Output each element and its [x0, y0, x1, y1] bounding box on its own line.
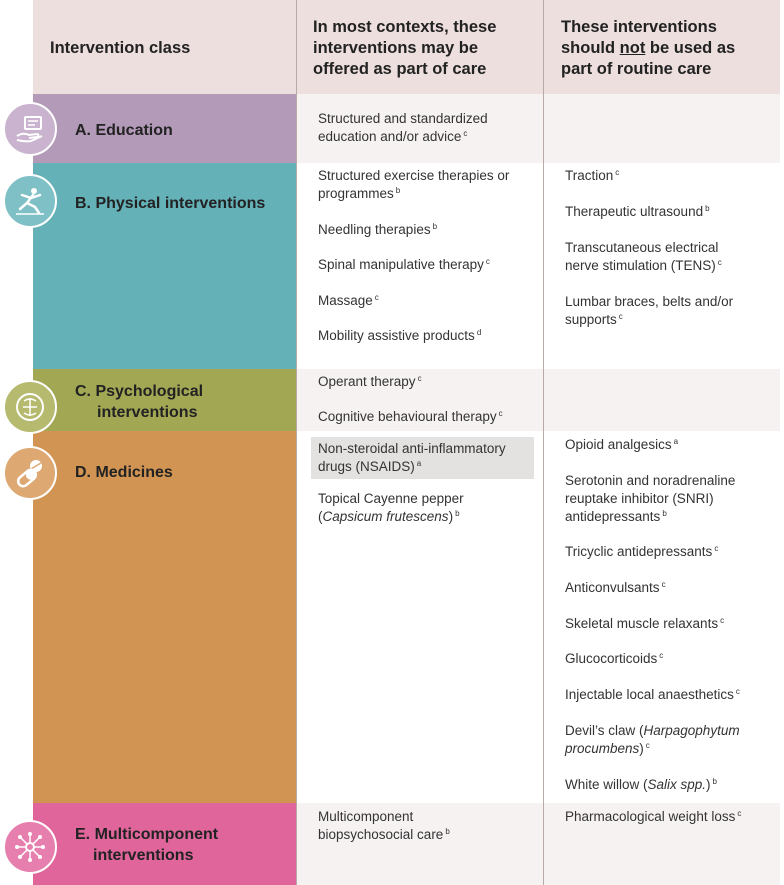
- row-multicomponent-bg: [296, 803, 780, 885]
- table-header-row: [33, 0, 780, 94]
- education-hand-screen-icon: [3, 102, 57, 156]
- brain-head-icon: [3, 380, 57, 434]
- row-psychological-bg: [296, 369, 780, 431]
- class-label-physical: B. Physical interventions: [75, 195, 266, 212]
- offered-item-education: Structured and standardized education an…: [318, 111, 488, 144]
- not-item-devils-claw: Devil’s claw (Harpagophytum procumbens)c: [565, 723, 740, 756]
- row-education-bg: [296, 94, 780, 163]
- not-item-snri: Serotonin and noradrenaline reuptake inh…: [565, 473, 736, 524]
- class-cell-psychological: [33, 369, 296, 431]
- not-item-white-willow: White willow (Salix spp.)b: [565, 776, 717, 792]
- class-cell-multicomponent: [33, 803, 296, 885]
- offered-item-exercise: Structured exercise therapies or program…: [318, 168, 510, 201]
- class-label-education: A. Education: [75, 122, 173, 139]
- column-divider-1: [296, 0, 297, 885]
- class-cell-medicines: [33, 431, 296, 803]
- not-item-tens: Transcutaneous electrical nerve stimulat…: [565, 240, 722, 273]
- header-offered-column: In most contexts, these interventions ma…: [313, 18, 497, 78]
- offered-item-cayenne: Topical Cayenne pepper (Capsicum frutesc…: [318, 491, 464, 524]
- class-cell-education: [33, 94, 296, 163]
- header-intervention-class: Intervention class: [50, 39, 191, 57]
- not-emphasis: not: [619, 39, 646, 57]
- class-label-medicines: D. Medicines: [75, 464, 173, 481]
- exercise-person-icon: [3, 174, 57, 228]
- nsaid-highlight: [311, 437, 534, 479]
- class-label-psychological: C. Psychological interventions: [75, 383, 204, 421]
- header-not-routine-column: These interventions should not be used a…: [561, 18, 736, 78]
- offered-item-nsaids: Non-steroidal anti-inflammatory drugs (N…: [318, 441, 506, 474]
- network-nodes-icon: [3, 820, 57, 874]
- class-label-multicomponent: E. Multicomponent interventions: [75, 826, 219, 864]
- column-divider-2: [543, 0, 544, 885]
- class-cell-physical: [33, 163, 296, 369]
- pills-capsule-icon: [3, 446, 57, 500]
